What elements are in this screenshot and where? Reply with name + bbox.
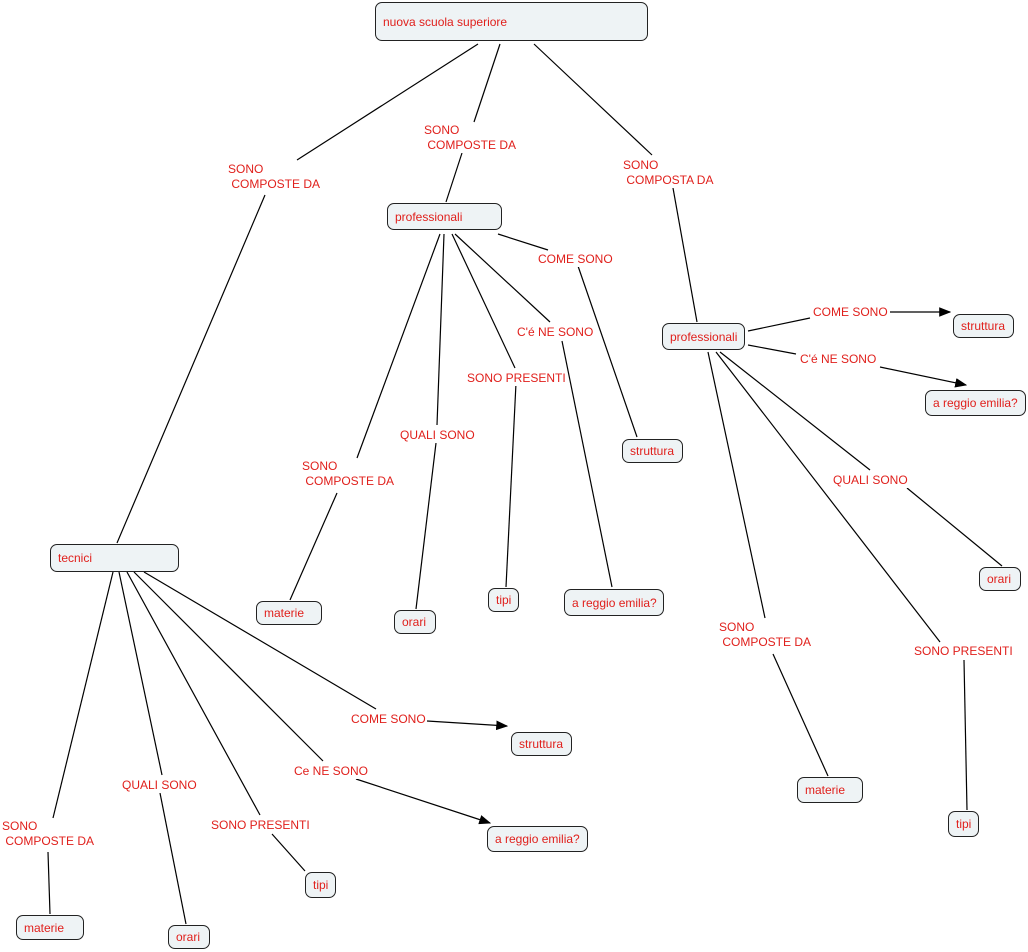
- link-label: SONO COMPOSTE DA: [2, 819, 95, 849]
- concept-root[interactable]: nuova scuola superiore: [375, 2, 648, 41]
- link-label: SONO COMPOSTE DA: [228, 162, 321, 192]
- link-label: SONO COMPOSTE DA: [424, 123, 517, 153]
- concept-materie[interactable]: materie: [16, 915, 84, 940]
- link-label: C'é NE SONO: [800, 352, 877, 367]
- link-label: SONO PRESENTI: [467, 371, 566, 386]
- link-label: SONO COMPOSTE DA: [302, 459, 395, 489]
- link-label: SONO COMPOSTE DA: [719, 620, 812, 650]
- concept-materie[interactable]: materie: [797, 777, 863, 803]
- link-label: QUALI SONO: [400, 428, 475, 443]
- concept-struttura[interactable]: struttura: [953, 314, 1014, 338]
- link-label: SONO COMPOSTA DA: [623, 158, 714, 188]
- concept-struttura[interactable]: struttura: [622, 439, 683, 463]
- concept-reggio-emilia[interactable]: a reggio emilia?: [925, 390, 1026, 416]
- link-label: COME SONO: [538, 252, 613, 267]
- concept-professionali-1[interactable]: professionali: [387, 203, 502, 230]
- concept-orari[interactable]: orari: [168, 925, 210, 949]
- concept-orari[interactable]: orari: [394, 610, 436, 634]
- concept-tecnici[interactable]: tecnici: [50, 544, 179, 572]
- concept-orari[interactable]: orari: [979, 567, 1021, 591]
- concept-materie[interactable]: materie: [256, 601, 322, 625]
- concept-reggio-emilia[interactable]: a reggio emilia?: [487, 826, 588, 852]
- link-label: COME SONO: [351, 712, 426, 727]
- link-label: QUALI SONO: [833, 473, 908, 488]
- concept-tipi[interactable]: tipi: [948, 811, 979, 837]
- concept-tipi[interactable]: tipi: [305, 872, 336, 898]
- link-label: Ce NE SONO: [294, 764, 369, 779]
- link-label: SONO PRESENTI: [211, 818, 310, 833]
- concept-reggio-emilia[interactable]: a reggio emilia?: [564, 589, 664, 616]
- link-label: SONO PRESENTI: [914, 644, 1013, 659]
- link-label: COME SONO: [813, 305, 888, 320]
- link-label: C'é NE SONO: [517, 325, 594, 340]
- concept-tipi[interactable]: tipi: [488, 588, 519, 612]
- concept-struttura[interactable]: struttura: [511, 732, 572, 756]
- link-label: QUALI SONO: [122, 778, 197, 793]
- concept-professionali-2[interactable]: professionali: [662, 323, 745, 350]
